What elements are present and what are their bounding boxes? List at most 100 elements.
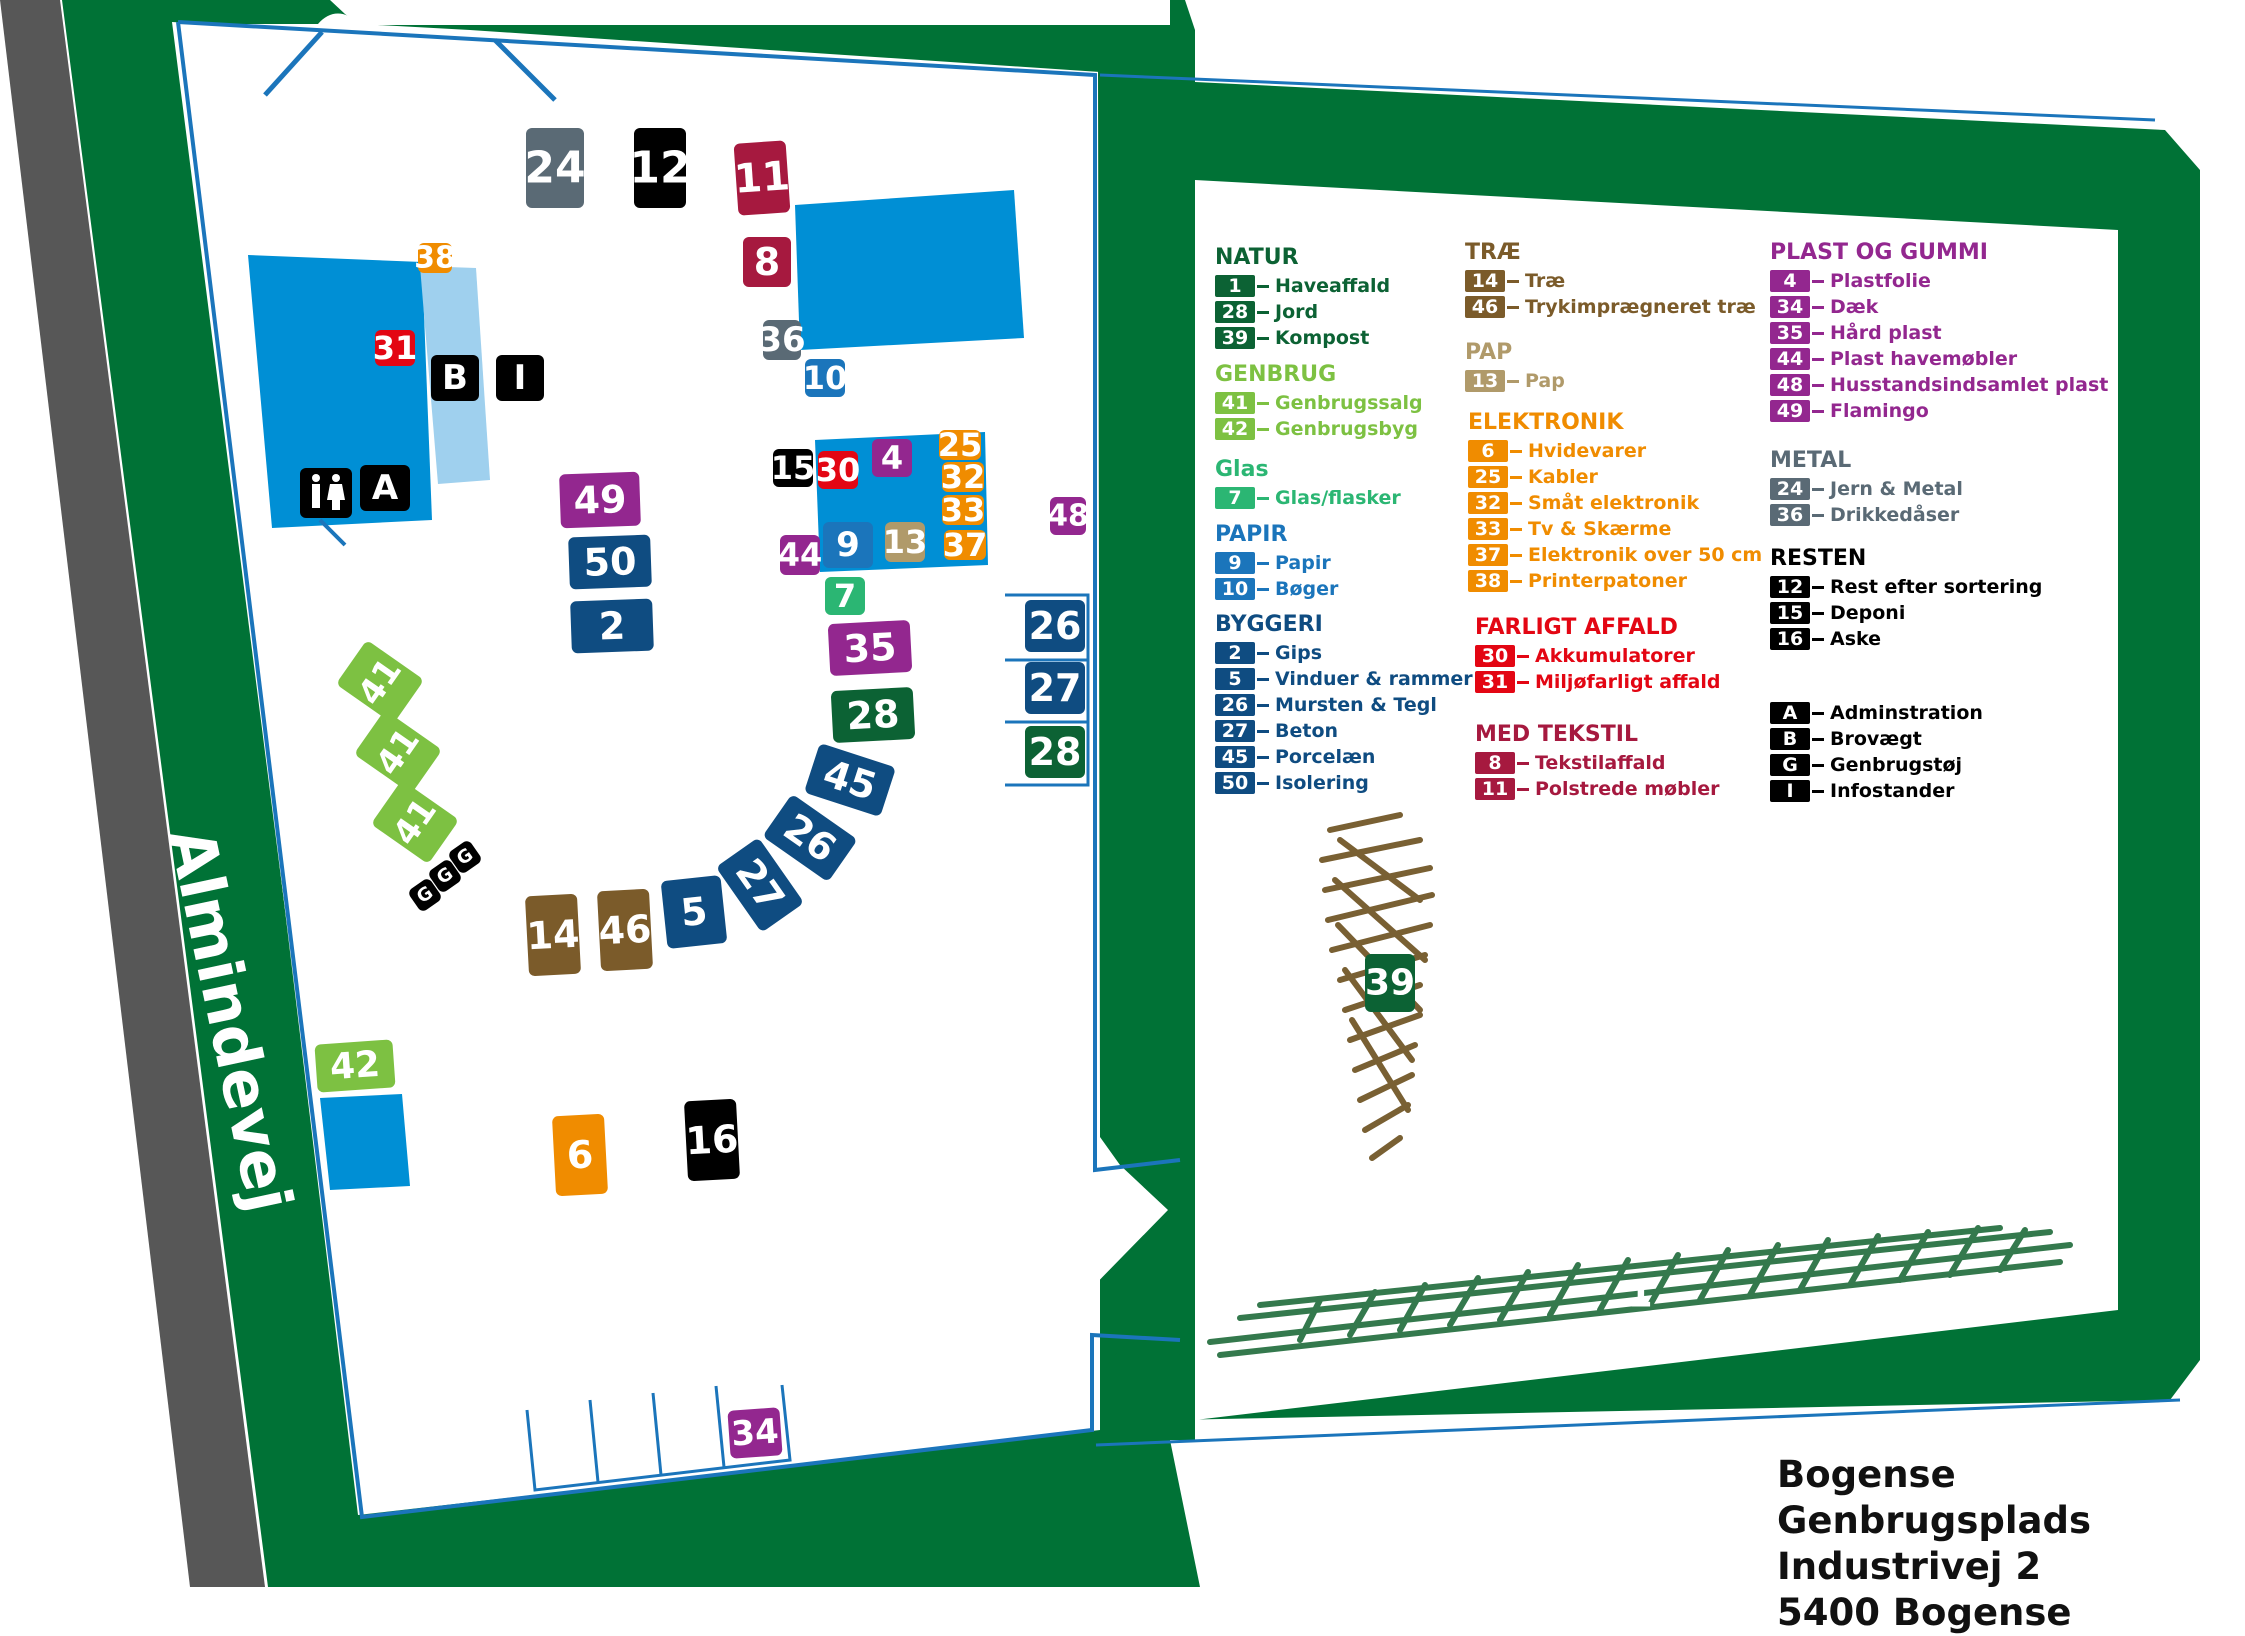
- marker-label: 14: [525, 912, 580, 959]
- marker-label: 9: [836, 525, 860, 565]
- marker-39: 39: [1365, 954, 1415, 1012]
- legend-code: A: [1770, 702, 1810, 724]
- marker-48: 48: [1047, 497, 1089, 535]
- legend-dash: [1507, 305, 1519, 309]
- marker-box: [773, 449, 813, 487]
- marker-box: [570, 598, 654, 654]
- legend-dash: [1812, 513, 1824, 517]
- legend-label: Adminstration: [1830, 702, 1983, 724]
- marker-G: G: [429, 860, 461, 892]
- marker-box: [661, 875, 727, 949]
- legend-dash: [1510, 579, 1522, 583]
- address-name: Bogense Genbrugsplads: [1777, 1453, 2092, 1542]
- legend-code: 46: [1465, 296, 1505, 318]
- legend-label: Porcelæn: [1275, 746, 1376, 768]
- marker-label: 28: [845, 692, 900, 739]
- legend-code: 16: [1770, 628, 1810, 650]
- marker-label: 39: [1365, 963, 1415, 1004]
- marker-9: 9: [823, 522, 873, 568]
- marker-27: 27: [718, 839, 802, 931]
- legend-dash: [1812, 763, 1824, 767]
- marker-box: [418, 243, 452, 273]
- legend-item: 2 Gips: [1215, 640, 1473, 666]
- marker-label: 15: [771, 449, 816, 487]
- marker-36: 36: [758, 320, 806, 360]
- marker-label: A: [372, 468, 399, 508]
- marker-49: 49: [559, 471, 641, 529]
- marker-box: [944, 530, 986, 560]
- legend-area: [1195, 180, 2118, 1420]
- legend-title: ELEKTRONIK: [1468, 410, 1624, 435]
- marker-box: [733, 140, 791, 216]
- legend-label: Polstrede møbler: [1535, 778, 1720, 800]
- legend-label: Gips: [1275, 642, 1323, 664]
- legend-dash: [1510, 449, 1522, 453]
- marker-box: [568, 534, 652, 590]
- legend-code: 41: [1215, 392, 1255, 414]
- legend-label: Miljøfarligt affald: [1535, 671, 1721, 693]
- legend-code: 5: [1215, 668, 1255, 690]
- marker-label: 24: [524, 143, 585, 194]
- marker-label: 42: [329, 1044, 382, 1088]
- legend-dash: [1257, 729, 1269, 733]
- marker-label: 44: [778, 536, 823, 574]
- marker-14: 14: [525, 893, 581, 977]
- legend-label: Hvidevarer: [1528, 440, 1647, 462]
- fence-bottom: [1095, 1398, 2181, 1447]
- marker-46: 46: [597, 888, 653, 972]
- marker-box: [727, 1407, 783, 1459]
- legend-code: 24: [1770, 478, 1810, 500]
- marker-28: 28: [1025, 726, 1085, 778]
- legend-label: Deponi: [1830, 602, 1906, 624]
- legend-dash: [1517, 680, 1529, 684]
- marker-box: [684, 1098, 740, 1182]
- gate-right: [493, 38, 557, 102]
- marker-box: [559, 471, 641, 529]
- marker-11: 11: [733, 140, 792, 216]
- building-north: [795, 190, 1024, 350]
- legend-code: 6: [1468, 440, 1508, 462]
- legend-title: GENBRUG: [1215, 362, 1337, 387]
- marker-4: 4: [872, 439, 912, 477]
- legend-label: Glas/flasker: [1275, 487, 1401, 509]
- marker-box: [526, 128, 584, 208]
- marker-label: I: [514, 358, 527, 398]
- marker-label: 32: [941, 458, 986, 496]
- parking-line: [588, 1399, 600, 1483]
- marker-31: 31: [373, 329, 418, 367]
- address: Bogense Genbrugsplads Industrivej 2 5400…: [1777, 1452, 2245, 1636]
- building-office: [248, 255, 432, 528]
- legend-code: G: [1770, 754, 1810, 776]
- legend-label: Genbrugstøj: [1830, 754, 1963, 776]
- legend-code: 15: [1770, 602, 1810, 624]
- address-city: 5400 Bogense: [1777, 1591, 2072, 1634]
- legend-title: METAL: [1770, 448, 1852, 473]
- legend-code: 10: [1215, 578, 1255, 600]
- legend-dash: [1517, 787, 1529, 791]
- marker-box: [356, 712, 440, 792]
- legend-code: 27: [1215, 720, 1255, 742]
- marker-box: [338, 642, 422, 722]
- marker-box: [496, 355, 544, 401]
- legend-dash: [1812, 789, 1824, 793]
- marker-label: 11: [733, 153, 792, 203]
- marker-label: 38: [414, 241, 456, 276]
- marker-label: 37: [943, 526, 988, 564]
- legend-dash: [1812, 305, 1824, 309]
- legend-code: 2: [1215, 642, 1255, 664]
